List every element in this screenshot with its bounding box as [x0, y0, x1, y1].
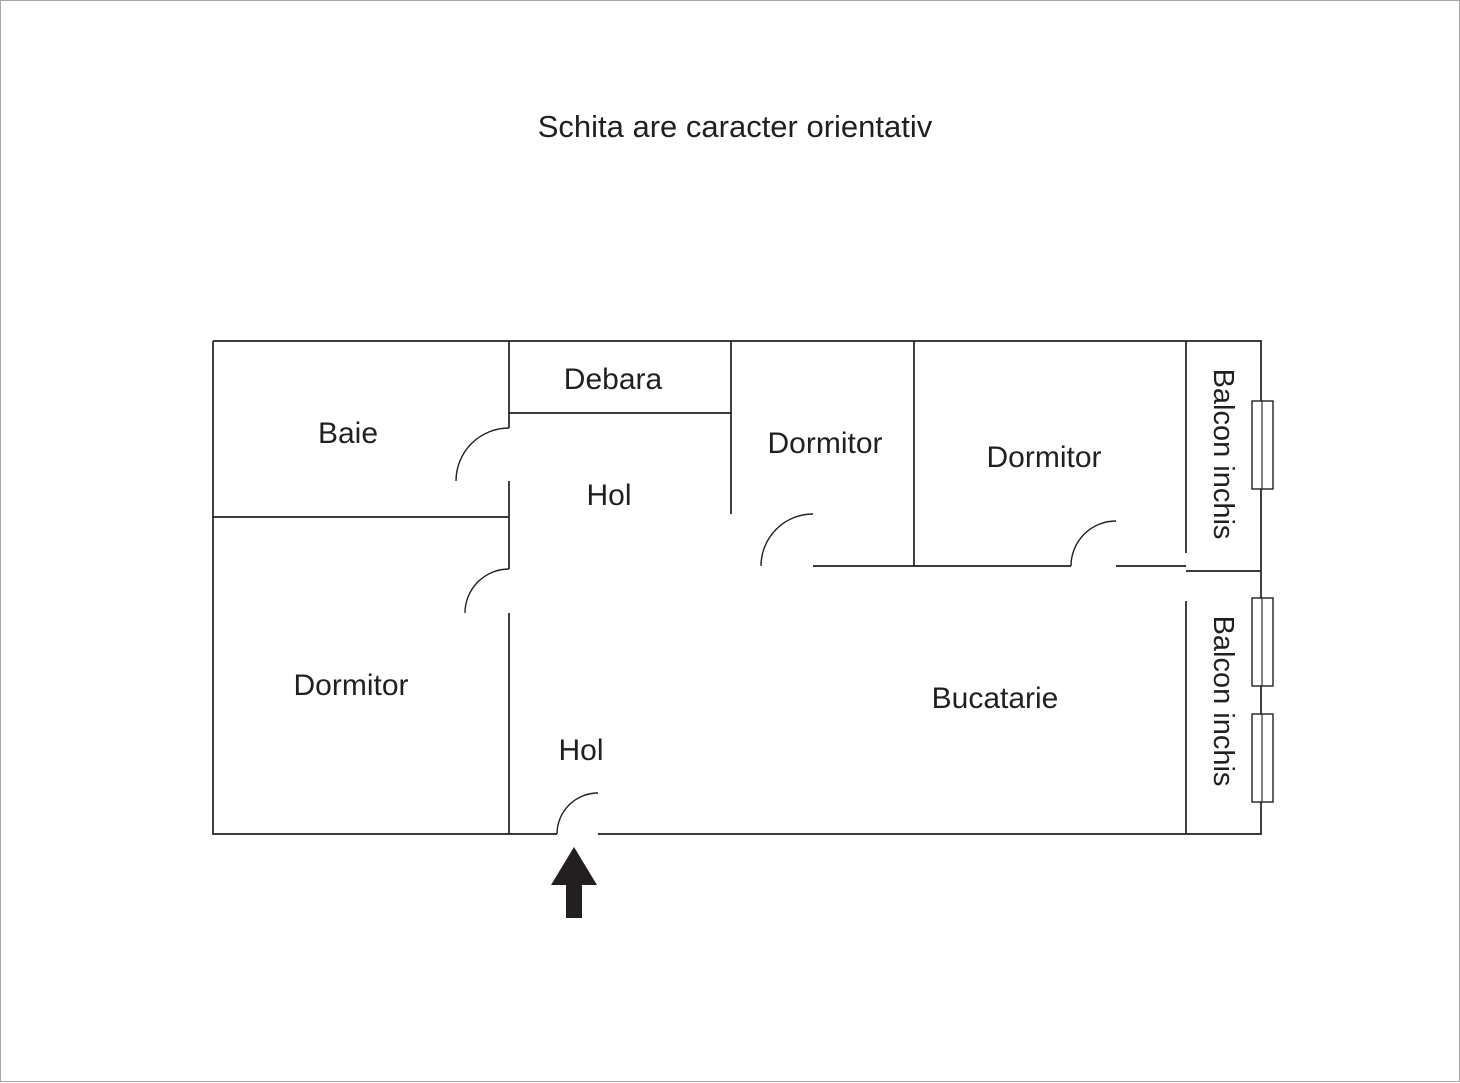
room-label-debara: Debara	[564, 363, 663, 396]
entrance-arrow-icon	[551, 847, 597, 918]
room-label-dormitor-top-mid: Dormitor	[767, 427, 882, 460]
room-label-dormitor-left: Dormitor	[293, 669, 408, 702]
walls	[212, 340, 1262, 835]
room-label-balcon-top: Balcon inchis	[1207, 369, 1239, 540]
room-label-hol-lower: Hol	[558, 734, 603, 767]
room-label-dormitor-top-right: Dormitor	[986, 441, 1101, 474]
room-labels: Baie Debara Hol Dormitor Dormitor Balcon…	[293, 363, 1239, 786]
room-label-bucatarie: Bucatarie	[932, 682, 1059, 715]
room-label-hol-upper: Hol	[586, 479, 631, 512]
room-label-baie: Baie	[318, 417, 378, 450]
door-swing-arcs	[455, 427, 1117, 835]
room-label-balcon-bottom: Balcon inchis	[1207, 616, 1239, 787]
page-title: Schita are caracter orientativ	[538, 109, 933, 144]
window-symbols	[1251, 400, 1274, 803]
